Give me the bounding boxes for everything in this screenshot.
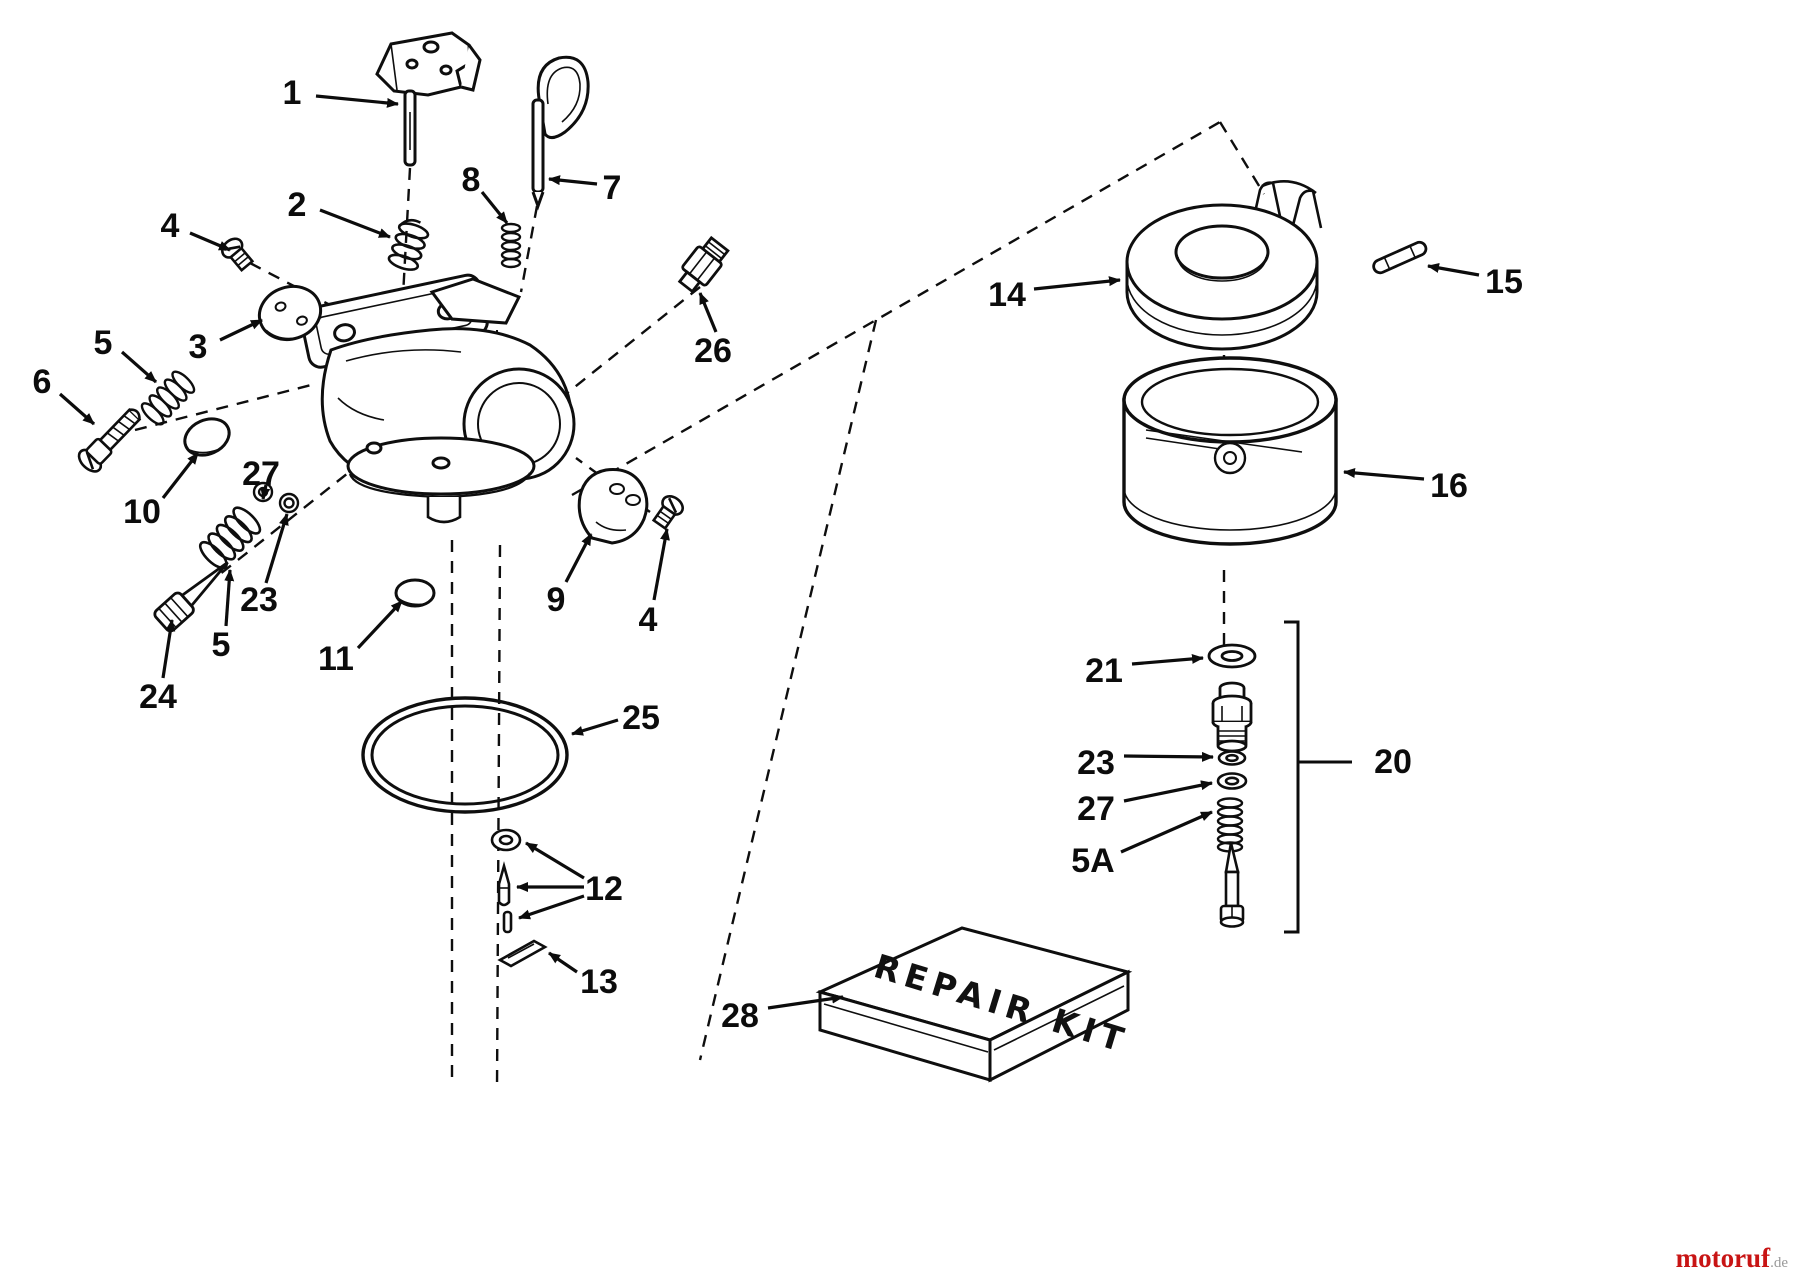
part-label-4-left: 4 [161, 207, 180, 245]
watermark-brand: motoruf [1675, 1243, 1771, 1273]
part-2-spring [387, 218, 430, 271]
part-28-repair-kit-box: REPAIR KIT [815, 926, 1134, 1083]
watermark-logo[interactable]: motoruf.de [1676, 1245, 1788, 1272]
watermark-tld: .de [1770, 1255, 1788, 1271]
part-11-cup-plug [394, 578, 436, 608]
part-3-choke-plate [257, 284, 323, 342]
part-label-26: 26 [694, 332, 732, 370]
part-12-inlet-needle-set [490, 828, 522, 934]
carburetor-main-body [299, 273, 576, 524]
part-8-spring [500, 222, 522, 269]
part-label-5a: 5A [1071, 842, 1114, 880]
part-label-5-left: 5 [94, 324, 113, 362]
part-21-washer [1207, 643, 1257, 669]
part-label-6: 6 [33, 363, 52, 401]
part-4-screw-left [221, 237, 255, 273]
part-label-7: 7 [603, 169, 622, 207]
part-10-diaphragm-disc [183, 417, 231, 457]
part-9-throttle-plate [577, 468, 649, 545]
part-label-24: 24 [139, 678, 177, 716]
part-24-adjustment-needle [153, 561, 229, 633]
part-label-14: 14 [988, 276, 1026, 314]
part-label-1: 1 [283, 74, 302, 112]
part-13-clip [497, 939, 548, 968]
part-label-10: 10 [123, 493, 161, 531]
part-23-washer-right [1217, 750, 1247, 766]
part-label-2: 2 [288, 186, 307, 224]
group-20-bracket [1284, 620, 1352, 934]
part-14-air-cleaner [1125, 180, 1323, 351]
part-16-float-bowl [1122, 356, 1338, 546]
part-label-27-right: 27 [1077, 790, 1115, 828]
part-label-20: 20 [1374, 743, 1412, 781]
part-label-8: 8 [462, 161, 481, 199]
part-7-choke-shaft [531, 55, 590, 211]
part-6-idle-screw [77, 407, 142, 473]
part-20-metering-needle [1219, 842, 1245, 928]
part-label-5-lower: 5 [212, 626, 231, 664]
part-label-27-left: 27 [242, 455, 280, 493]
part-label-23-left: 23 [240, 581, 278, 619]
part-label-25: 25 [622, 699, 660, 737]
part-25-bowl-gasket [361, 696, 569, 814]
part-4-screw-right [651, 495, 685, 531]
part-20-valve-body [1211, 681, 1253, 753]
part-label-12: 12 [585, 870, 623, 908]
part-label-13: 13 [580, 963, 618, 1001]
part-27-oring-right [1216, 772, 1248, 790]
part-1-throttle-bracket [375, 31, 482, 167]
part-label-23-right: 23 [1077, 744, 1115, 782]
part-label-11: 11 [318, 640, 354, 678]
leader-arrows [58, 94, 1480, 1010]
part-label-28: 28 [721, 997, 759, 1035]
part-23-washer-left [278, 492, 300, 514]
part-label-16: 16 [1430, 467, 1468, 505]
part-label-4-right: 4 [639, 601, 658, 639]
part-label-3: 3 [189, 328, 208, 366]
part-5-spring-lower [198, 506, 262, 570]
part-15-pin [1372, 240, 1428, 275]
part-label-9: 9 [547, 581, 566, 619]
part-label-15: 15 [1485, 263, 1523, 301]
part-labels: 1 2 8 7 4 3 5 6 10 27 23 5 24 11 9 4 26 … [33, 74, 1523, 1035]
part-26-fitting [677, 235, 730, 294]
part-5-spring-left [140, 370, 196, 426]
part-label-21: 21 [1085, 652, 1123, 690]
